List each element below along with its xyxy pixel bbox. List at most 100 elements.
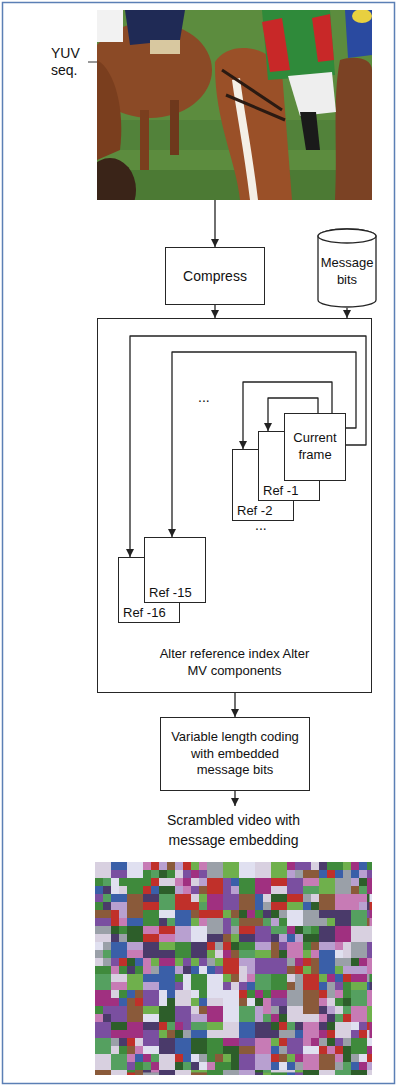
scrambled-block [231, 878, 239, 886]
scrambled-block [103, 1014, 111, 1022]
scrambled-block [271, 902, 287, 910]
scrambled-block [311, 958, 319, 966]
scrambled-block [279, 1014, 287, 1022]
scrambled-block [370, 974, 373, 982]
jockey-sleeve [312, 14, 334, 62]
scrambled-block [191, 870, 199, 878]
scrambled-block [287, 1022, 295, 1030]
scrambled-block [271, 998, 287, 1006]
scrambled-block [127, 990, 135, 998]
scrambled-block [191, 966, 199, 974]
scrambled-block [199, 902, 207, 910]
scrambled-block [95, 934, 111, 942]
scrambled-block [127, 942, 143, 950]
scrambled-block [311, 926, 319, 934]
scrambled-block [255, 974, 271, 990]
scrambled-block [351, 1054, 359, 1062]
scrambled-block [95, 894, 103, 902]
scrambled-block [199, 918, 207, 926]
scrambled-block [303, 1038, 311, 1046]
scrambled-block [319, 1038, 327, 1046]
scrambled-block [159, 942, 175, 950]
scrambled-block [271, 1054, 279, 1062]
scrambled-block [303, 974, 319, 990]
scrambled-block [279, 910, 287, 918]
scrambled-block [159, 934, 175, 942]
scrambled-block [143, 1030, 159, 1038]
scrambled-block [271, 862, 287, 878]
scrambled-block [255, 1038, 271, 1054]
scrambled-block [287, 1038, 303, 1054]
scrambled-block [199, 870, 207, 878]
scrambled-block [271, 1046, 279, 1054]
scrambled-block [295, 934, 303, 942]
scrambled-block [111, 862, 127, 870]
scrambled-block [359, 1062, 367, 1070]
scrambled-block [95, 910, 111, 918]
scrambled-block [175, 870, 183, 878]
scrambled-block [287, 1054, 295, 1062]
horse-leg [170, 100, 179, 155]
scrambled-block [359, 886, 367, 894]
scrambled-block [367, 918, 370, 926]
scrambled-block [103, 1006, 111, 1014]
scrambled-block [367, 926, 372, 942]
scrambled-block [335, 1014, 343, 1022]
scrambled-block [239, 1046, 255, 1054]
scrambled-block [119, 966, 127, 974]
scrambled-block [231, 886, 239, 894]
scrambled-block [311, 934, 319, 942]
scrambled-block [175, 990, 191, 1006]
reference-frame: Ref -15 [144, 537, 206, 603]
scrambled-block [143, 894, 159, 902]
scrambled-block [370, 1022, 373, 1030]
scrambled-block [95, 862, 111, 878]
node-text: Variable length coding with embedded mes… [165, 729, 305, 780]
scrambled-block [239, 942, 255, 950]
scrambled-block [191, 862, 199, 870]
scrambled-block [370, 902, 373, 910]
scrambled-block [359, 1022, 367, 1030]
scrambled-block [271, 918, 279, 926]
node-text: Ref -16 [123, 605, 166, 620]
scrambled-block [191, 990, 199, 998]
scrambled-block [191, 894, 199, 902]
scrambled-block [127, 950, 143, 958]
scrambled-block [359, 878, 367, 886]
scrambled-block [370, 1030, 373, 1038]
scrambled-block [271, 1014, 279, 1022]
scrambled-block [303, 1054, 319, 1070]
scrambled-block [303, 1022, 319, 1038]
ellipsis-label: ... [198, 388, 210, 406]
scrambled-block [207, 1006, 223, 1022]
scrambled-block [335, 894, 351, 910]
scrambled-block [319, 1014, 327, 1022]
scrambled-block [303, 886, 319, 894]
scrambled-block [327, 1014, 335, 1022]
scrambled-block [175, 1022, 183, 1030]
scrambled-block [223, 950, 231, 958]
scrambled-block [335, 1062, 343, 1070]
scrambled-block [151, 878, 159, 886]
scrambled-block [287, 894, 303, 902]
scrambled-block [239, 982, 247, 990]
scrambled-block [335, 990, 343, 998]
scrambled-block [95, 950, 103, 958]
scrambled-block [151, 886, 159, 894]
scrambled-block [207, 878, 223, 894]
scrambled-block [111, 870, 127, 878]
scrambled-block [191, 878, 199, 886]
scrambled-block [199, 966, 207, 974]
scrambled-block [343, 870, 351, 878]
scrambled-block [319, 894, 335, 910]
scrambled-block [239, 894, 255, 910]
scrambled-block [327, 990, 335, 998]
scrambled-block [135, 1054, 143, 1062]
scrambled-block [359, 1030, 367, 1038]
scrambled-block [223, 1022, 239, 1038]
scrambled-block [271, 990, 287, 998]
scrambled-block [103, 966, 111, 974]
scrambled-block [223, 918, 231, 926]
scrambled-block [319, 878, 335, 894]
scrambled-block [311, 870, 319, 878]
